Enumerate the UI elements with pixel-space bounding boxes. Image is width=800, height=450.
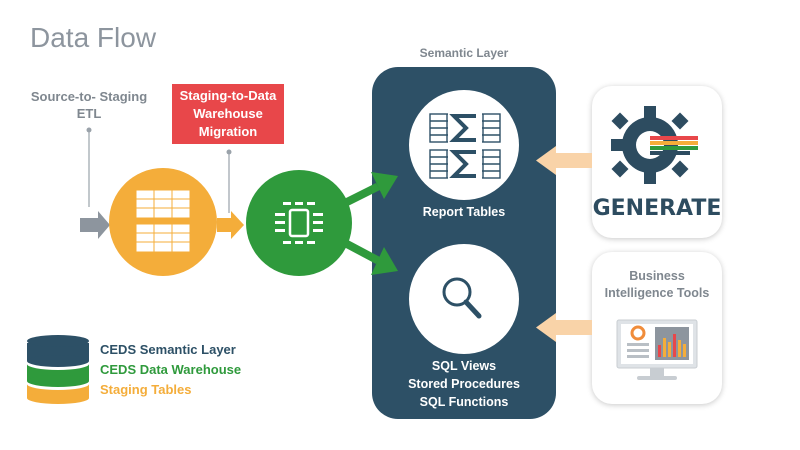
staging-connector-dot — [226, 149, 232, 155]
bi-arrow-icon — [536, 313, 592, 342]
staging-migration-line-2: Warehouse — [193, 106, 263, 121]
database-stack-icon — [27, 335, 89, 404]
staging-migration-line-1: Staging-to-Data — [179, 88, 277, 103]
table-icon — [135, 189, 191, 253]
staging-migration-line-3: Migration — [198, 124, 258, 139]
bi-tools-line-2: Intelligence Tools — [604, 286, 710, 300]
source-to-staging-label: Source-to- Staging ETL — [30, 88, 148, 122]
source-arrow-icon — [80, 211, 110, 239]
semantic-layer-title: Semantic Layer — [419, 46, 509, 60]
legend-semantic-layer: CEDS Semantic Layer — [100, 342, 236, 357]
warehouse-to-report-arrow-icon — [344, 172, 398, 206]
staging-circle — [109, 168, 217, 276]
bi-tools-label: Business Intelligence Tools — [592, 268, 722, 302]
source-connector-dot — [86, 127, 92, 133]
sql-functions-label: SQL Functions — [419, 395, 509, 409]
generate-logo-text: GENERATE — [592, 196, 722, 221]
warehouse-to-sql-arrow-icon — [344, 240, 398, 275]
search-icon — [442, 277, 482, 319]
sigma-table-icon — [429, 112, 501, 180]
legend-data-warehouse: CEDS Data Warehouse — [100, 362, 242, 377]
report-tables-label: Report Tables — [422, 205, 506, 219]
stored-procedures-label: Stored Procedures — [408, 377, 520, 391]
source-to-staging-text: Source-to- Staging ETL — [30, 89, 148, 121]
bi-tools-line-1: Business — [629, 269, 685, 283]
warehouse-circle — [246, 170, 352, 276]
legend-staging-tables: Staging Tables — [100, 382, 192, 397]
sql-objects-label: SQL Views Stored Procedures SQL Function… — [372, 357, 556, 411]
sql-views-label: SQL Views — [431, 359, 497, 373]
page-title: Data Flow — [30, 22, 157, 53]
dashboard-monitor-icon — [616, 319, 698, 380]
report-tables-circle — [409, 90, 519, 200]
sql-circle — [409, 244, 519, 354]
generate-arrow-icon — [536, 146, 592, 175]
gear-icon — [611, 106, 698, 184]
staging-migration-box: Staging-to-Data Warehouse Migration — [172, 84, 284, 144]
warehouse-icon — [275, 202, 323, 244]
staging-to-warehouse-arrow-icon — [217, 211, 244, 239]
